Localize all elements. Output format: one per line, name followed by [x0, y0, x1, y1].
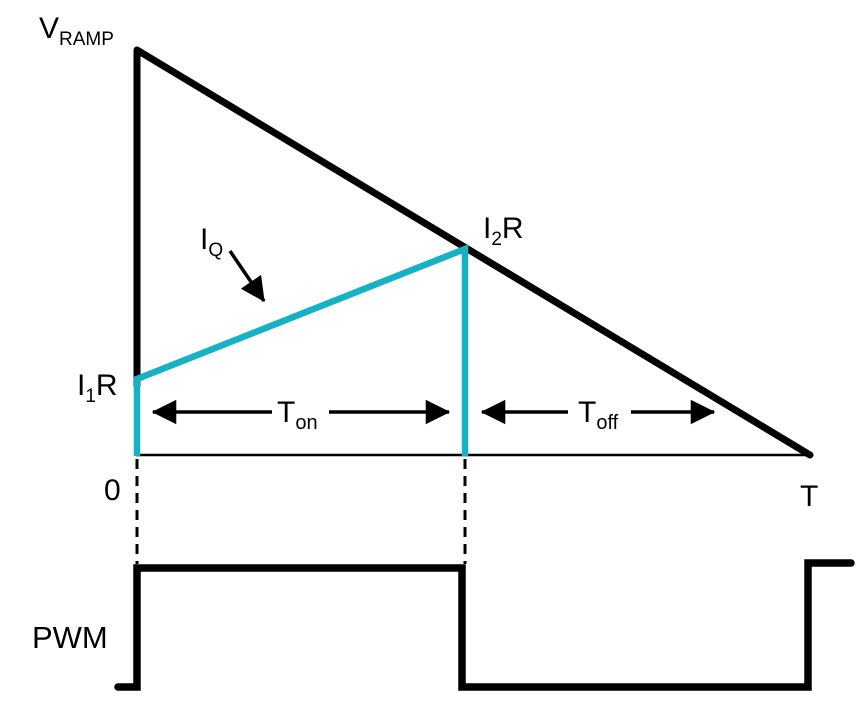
pwm-label: PWM — [32, 620, 108, 655]
i1r-label: I1R — [77, 369, 118, 407]
current-sense-line — [133, 244, 469, 456]
iq-pointer-arrow — [228, 250, 266, 303]
origin-label: 0 — [104, 474, 121, 507]
i2r-label: I2R — [483, 212, 524, 250]
iq-label: IQ — [200, 223, 223, 261]
toff-label: Toff — [578, 396, 619, 434]
period-label: T — [800, 480, 818, 513]
vramp-label: VRAMP — [39, 12, 114, 50]
ton-label: Ton — [277, 396, 318, 434]
pwm-waveform-line — [114, 559, 855, 691]
ramp-waveform-line — [133, 46, 814, 459]
